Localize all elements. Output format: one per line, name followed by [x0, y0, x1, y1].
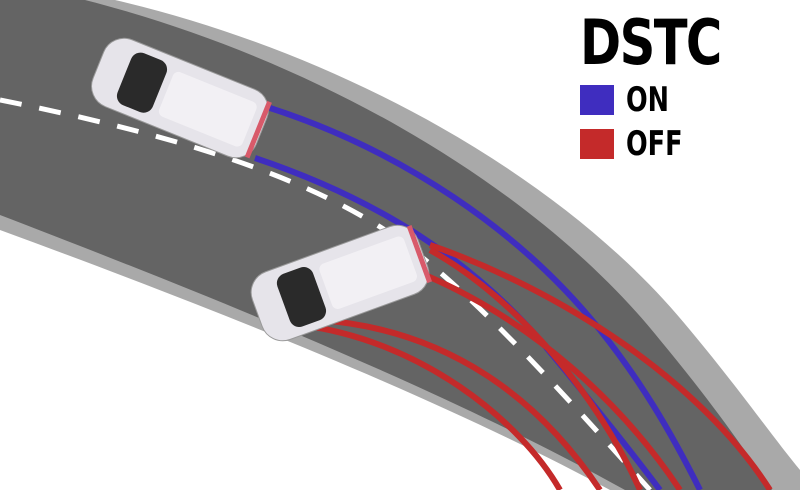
legend-item-off: OFF — [580, 122, 756, 166]
legend: DSTC ON OFF — [580, 8, 756, 166]
legend-label-off: OFF — [626, 124, 683, 164]
center-dashed-line — [0, 97, 652, 490]
legend-item-on: ON — [580, 78, 756, 122]
legend-swatch-off — [580, 129, 614, 159]
car-dstc-on — [91, 37, 272, 159]
legend-swatch-on — [580, 85, 614, 115]
dstc-off-paths — [299, 242, 773, 490]
car-dstc-off — [250, 224, 433, 342]
legend-label-on: ON — [626, 80, 670, 120]
legend-title: DSTC — [580, 6, 722, 79]
